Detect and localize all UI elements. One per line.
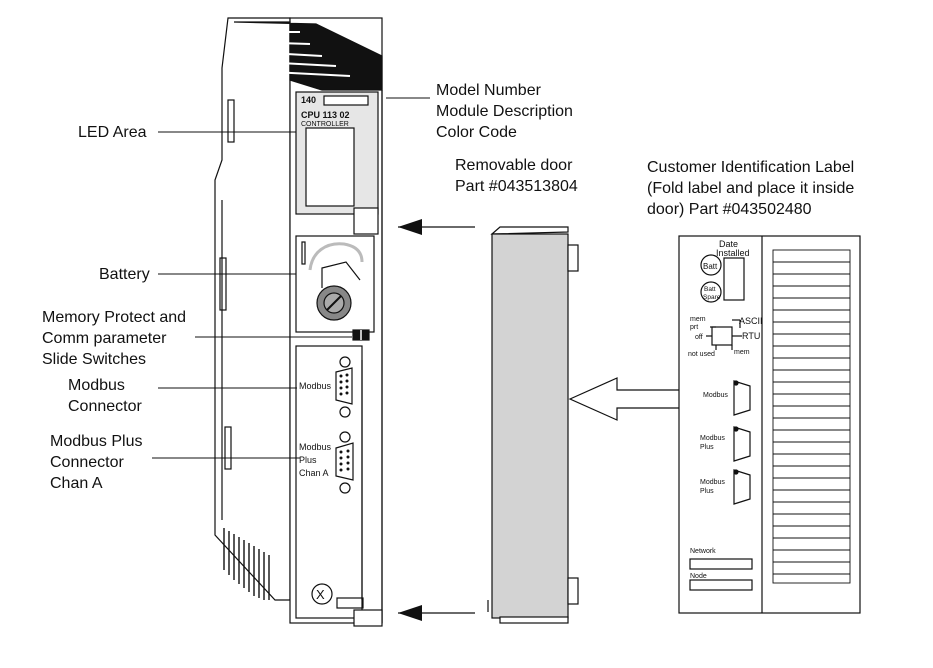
callout-modbus-line-2: Connector <box>68 398 142 415</box>
door-panel <box>491 233 569 619</box>
side-slot-top <box>227 99 235 143</box>
callout-switches-line-3: Slide Switches <box>42 351 147 368</box>
callout-door: Removable door Part #043513804 <box>455 155 578 197</box>
callout-switches-line-1: Memory Protect and <box>42 309 187 326</box>
callout-modbus: Modbus Connector <box>68 375 142 417</box>
ascii-label: ASCII <box>739 316 763 326</box>
callout-id-label-line-1: Customer Identification Label <box>647 159 855 176</box>
callout-model-line-2: Module Description <box>436 103 573 120</box>
callout-door-line-2: Part #043513804 <box>455 178 578 195</box>
batt-circle <box>700 254 722 276</box>
label-modbus-plus-2a: Modbus <box>700 479 725 486</box>
batt-spare-label-1: Batt <box>704 286 716 293</box>
door-tab-top <box>353 207 379 235</box>
label-modbus-plus-1a: Modbus <box>700 435 725 442</box>
mem-prt-label-1: mem <box>690 316 706 323</box>
label-modbus-plus-2b: Plus <box>700 488 714 495</box>
callout-modbus-plus-line-1: Modbus Plus <box>50 433 143 450</box>
label-card <box>678 235 861 614</box>
label-modbus-plus-connector-1 <box>733 426 751 462</box>
door-arrows <box>398 219 475 621</box>
module-port1-label: Modbus <box>299 381 332 391</box>
network-label: Network <box>690 548 716 555</box>
callout-battery-text: Battery <box>99 266 150 283</box>
removable-door <box>487 226 579 624</box>
network-field <box>689 558 753 570</box>
batt-label: Batt <box>703 262 718 271</box>
fold-panel-stripes <box>772 249 851 584</box>
leader-lines <box>152 97 430 459</box>
callout-id-label: Customer Identification Label (Fold labe… <box>647 157 854 220</box>
callout-modbus-plus-line-2: Connector <box>50 454 124 471</box>
module-part-number: 140 <box>301 95 316 105</box>
node-label: Node <box>690 573 707 580</box>
callout-model-line-1: Model Number <box>436 82 541 99</box>
door-tab-bottom <box>353 609 383 627</box>
callout-model-line-3: Color Code <box>436 124 517 141</box>
callout-modbus-plus: Modbus Plus Connector Chan A <box>50 431 143 494</box>
callout-battery: Battery <box>99 264 150 285</box>
arrow-head-top <box>398 219 422 235</box>
callout-id-label-line-2: (Fold label and place it inside <box>647 180 855 197</box>
callout-model: Model Number Module Description Color Co… <box>436 80 573 143</box>
label-modbus: Modbus <box>703 392 728 399</box>
side-slot-mid <box>219 257 227 311</box>
callout-switches: Memory Protect and Comm parameter Slide … <box>42 307 186 370</box>
date-label-1: Date <box>719 239 738 249</box>
label-modbus-plus-1b: Plus <box>700 444 714 451</box>
callout-modbus-plus-line-3: Chan A <box>50 475 103 492</box>
cpu-module <box>214 17 383 627</box>
arrow-head-bottom <box>398 605 422 621</box>
batt-spare-circle <box>700 281 722 303</box>
node-field <box>689 579 753 591</box>
callout-modbus-line-1: Modbus <box>68 377 125 394</box>
battery-strap <box>308 242 364 271</box>
callout-id-label-line-3: door) Part #043502480 <box>647 201 812 218</box>
modbus-connector <box>335 367 353 405</box>
module-port2-label-3: Chan A <box>299 468 329 478</box>
module-port2-label-2: Plus <box>299 455 317 465</box>
mem-label: mem <box>734 349 750 356</box>
callout-led-area: LED Area <box>78 122 146 143</box>
led-window <box>305 127 355 207</box>
not-used-label: not used <box>688 351 715 358</box>
connector-panel <box>295 345 363 619</box>
captive-screw-glyph: X <box>316 587 325 602</box>
label-modbus-plus-connector-2 <box>733 469 751 505</box>
batt-spare-label-2: Spare <box>703 294 721 301</box>
mem-prt-label-2: prt <box>690 324 698 331</box>
date-installed-box <box>723 257 745 301</box>
callout-door-line-1: Removable door <box>455 157 573 174</box>
off-label: off <box>695 334 703 341</box>
label-modbus-connector <box>733 380 751 416</box>
callout-switches-line-2: Comm parameter <box>42 330 167 347</box>
vent-grille <box>223 528 270 600</box>
module-model: CPU 113 02 <box>301 110 350 120</box>
date-label-2: Installed <box>716 248 750 258</box>
modbus-plus-connector <box>335 442 354 481</box>
side-slot-low <box>224 426 232 470</box>
module-port2-label-1: Modbus <box>299 442 332 452</box>
rtu-label: RTU <box>742 331 760 341</box>
module-description: CONTROLLER <box>301 121 349 128</box>
model-color-strip <box>323 95 369 106</box>
callout-led-area-text: LED Area <box>78 124 147 141</box>
captive-screw <box>311 583 333 605</box>
